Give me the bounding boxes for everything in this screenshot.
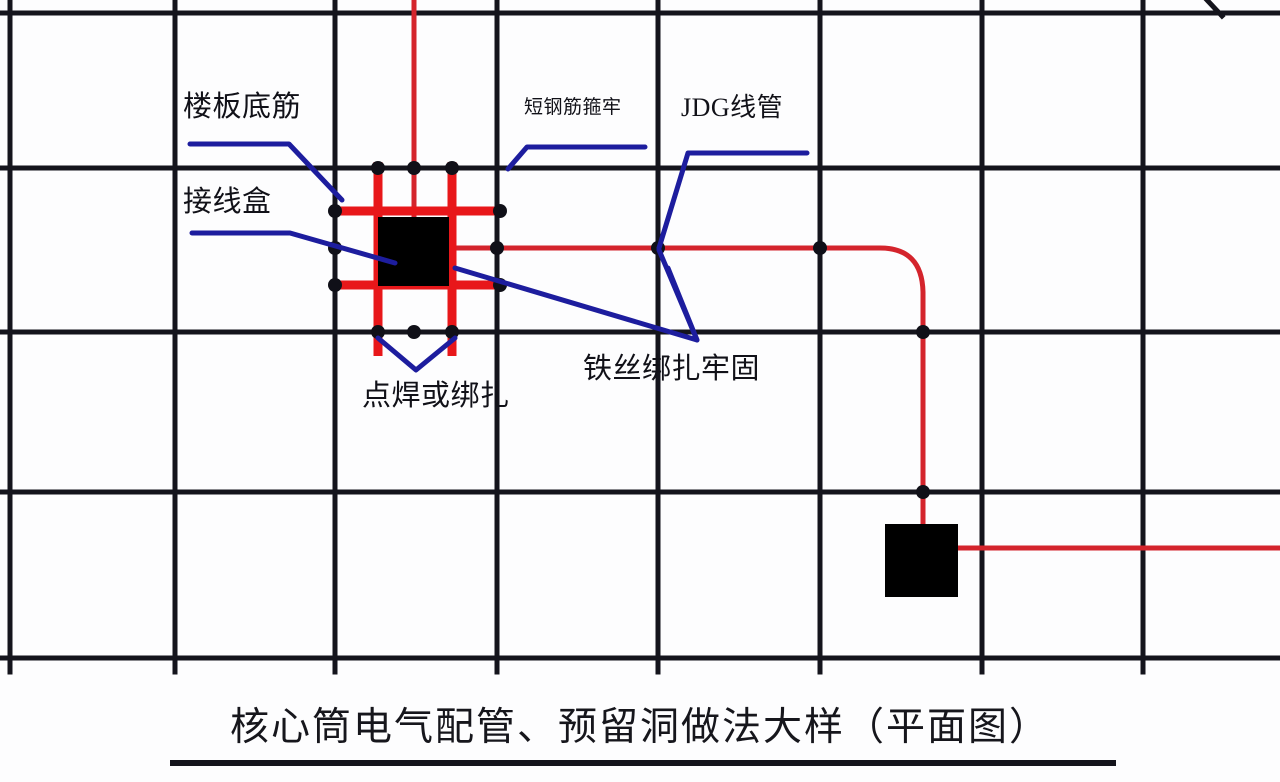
tie-node: [916, 485, 930, 499]
tie-node: [407, 325, 421, 339]
tie-node: [371, 161, 385, 175]
tie-node: [916, 325, 930, 339]
secondary-junction-box: [885, 524, 958, 597]
label-wire-tie-firmly: 铁丝绑扎牢固: [583, 353, 761, 385]
label-slab-bottom-rebar: 楼板底筋: [183, 91, 302, 123]
leader-slab-bottom-rebar: [187, 141, 345, 203]
leader-short-rebar-stirrup: [505, 144, 648, 172]
leader-line-layer: [187, 141, 810, 373]
tie-node: [407, 161, 421, 175]
drawing-title: 核心筒电气配管、预留洞做法大样（平面图）: [229, 706, 1050, 749]
leader-junction-box: [189, 230, 398, 266]
tie-node: [328, 278, 342, 292]
conduit-main-run: [449, 245, 1280, 551]
label-junction-box: 接线盒: [183, 186, 272, 218]
label-jdg-conduit: JDG线管: [681, 93, 784, 122]
tie-node: [445, 325, 459, 339]
rebar-grid: [0, 0, 1280, 675]
leader-spot-weld-or-tie: [375, 335, 458, 373]
tie-node: [371, 325, 385, 339]
junction-box-layer: [378, 217, 958, 597]
tie-node: [490, 241, 504, 255]
tie-node: [445, 161, 459, 175]
grid-corner-nick: [1203, 0, 1226, 20]
tie-node: [813, 241, 827, 255]
tie-node: [328, 204, 342, 218]
conduit-layer: [411, 0, 1280, 551]
label-spot-weld-or-tie: 点焊或绑扎: [362, 380, 510, 412]
main-junction-box: [378, 217, 449, 286]
label-short-rebar-stirrup: 短钢筋箍牢: [524, 97, 622, 118]
tie-node: [493, 204, 507, 218]
leader-wire-tie-firmly-2: [665, 265, 700, 343]
leader-jdg-conduit: [656, 150, 810, 251]
